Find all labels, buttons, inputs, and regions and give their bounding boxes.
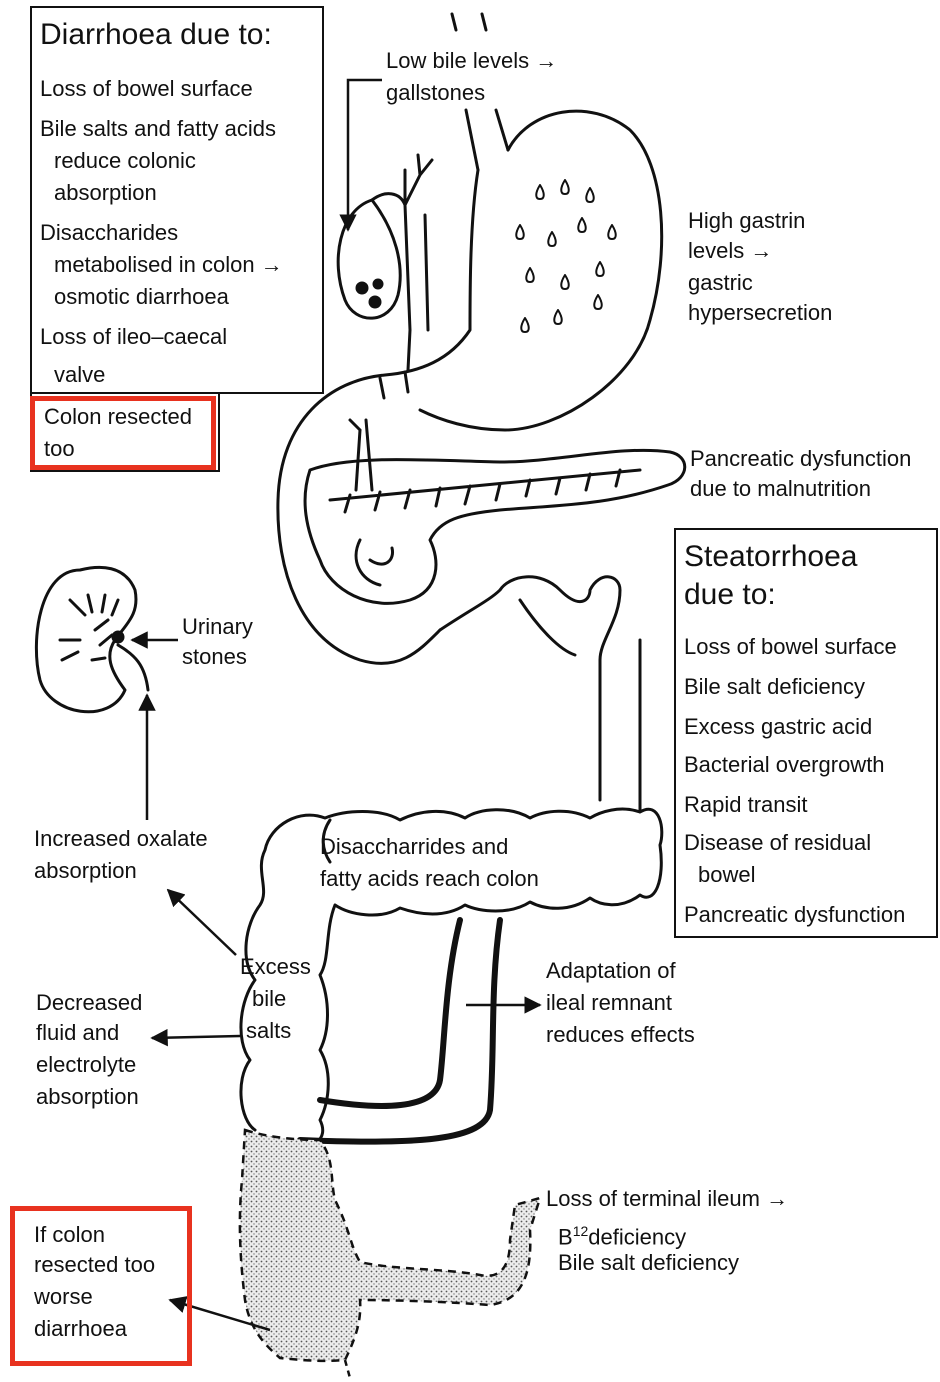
ileal-remnant: [300, 920, 500, 1142]
urinary-label: stones: [182, 642, 247, 672]
excess-bile-label: bile: [252, 984, 286, 1014]
steatorrhoea-line: Rapid transit: [684, 790, 808, 820]
diarrhoea-line: metabolised in colon →: [40, 250, 283, 280]
urinary-label: Urinary: [182, 612, 253, 642]
gastrin-label: hypersecretion: [688, 298, 832, 328]
bile-label: Low bile levels →: [386, 46, 557, 76]
steatorrhoea-line: Excess gastric acid: [684, 712, 872, 742]
fluid-label: electrolyte: [36, 1050, 136, 1080]
colon-resected-label: diarrhoea: [34, 1314, 127, 1344]
colon-label: Disaccharrides and: [320, 832, 508, 862]
diarrhoea-line: Disaccharides: [40, 218, 178, 248]
arrow-bile-to-fluid: [152, 1036, 240, 1038]
diarrhoea-line: absorption: [40, 178, 157, 208]
fluid-label: Decreased: [36, 988, 142, 1018]
diarrhoea-line: Loss of ileo–caecal: [40, 322, 227, 352]
steatorrhoea-line: Disease of residual: [684, 828, 871, 858]
steatorrhoea-heading: Steatorrhoea: [684, 540, 857, 574]
fluid-label: absorption: [36, 1082, 139, 1112]
steatorrhoea-line: bowel: [684, 860, 755, 890]
adaptation-label: reduces effects: [546, 1020, 695, 1050]
diarrhoea-line: osmotic diarrhoea: [40, 282, 229, 312]
diarrhoea-line: too: [44, 434, 75, 464]
ileum-label: Loss of terminal ileum →: [546, 1184, 788, 1214]
excess-bile-label: Excess: [240, 952, 311, 982]
small-bowel: [440, 577, 640, 810]
excess-bile-label: salts: [246, 1016, 291, 1046]
fluid-label: fluid and: [36, 1018, 119, 1048]
ileum-label: B12deficiency: [558, 1216, 686, 1252]
oxalate-label: absorption: [34, 856, 137, 886]
ileum-b12-sup: 12: [573, 1223, 589, 1239]
steatorrhoea-line: Loss of bowel surface: [684, 632, 897, 662]
pancreas: [305, 450, 685, 603]
adaptation-label: Adaptation of: [546, 956, 676, 986]
stomach: [278, 111, 662, 663]
bile-label: gallstones: [386, 78, 485, 108]
steatorrhoea-heading: due to:: [684, 578, 776, 612]
ileum-label: Bile salt deficiency: [558, 1248, 739, 1278]
oesophagus: [452, 14, 486, 30]
gastrin-label: gastric: [688, 268, 753, 298]
steatorrhoea-line: Bile salt deficiency: [684, 672, 865, 702]
steatorrhoea-line: Pancreatic dysfunction: [684, 900, 905, 930]
colon-resected-label: If colon: [34, 1220, 105, 1250]
colon-label: fatty acids reach colon: [320, 864, 539, 894]
gastric-droplets: [516, 180, 616, 332]
resected-colon: [240, 1130, 540, 1361]
steatorrhoea-line: Bacterial overgrowth: [684, 750, 885, 780]
gastrin-label: levels →: [688, 236, 772, 266]
diarrhoea-line: Colon resected: [44, 402, 192, 432]
diarrhoea-line: valve: [40, 360, 105, 390]
ileum-deficiency: deficiency: [588, 1224, 686, 1249]
oxalate-label: Increased oxalate: [34, 824, 208, 854]
gastrin-label: High gastrin: [688, 206, 805, 236]
ileum-b: B: [558, 1224, 573, 1249]
pancreatic-label: due to malnutrition: [690, 474, 871, 504]
arrow-bile-to-oxalate: [168, 890, 236, 955]
adaptation-label: ileal remnant: [546, 988, 672, 1018]
diarrhoea-heading: Diarrhoea due to:: [40, 18, 272, 52]
diarrhoea-line: Bile salts and fatty acids: [40, 114, 276, 144]
pancreatic-label: Pancreatic dysfunction: [690, 444, 911, 474]
diarrhoea-line: reduce colonic: [40, 146, 196, 176]
diarrhoea-line: Loss of bowel surface: [40, 74, 253, 104]
colon-resected-label: resected too: [34, 1250, 155, 1280]
colon-resected-label: worse: [34, 1282, 93, 1312]
